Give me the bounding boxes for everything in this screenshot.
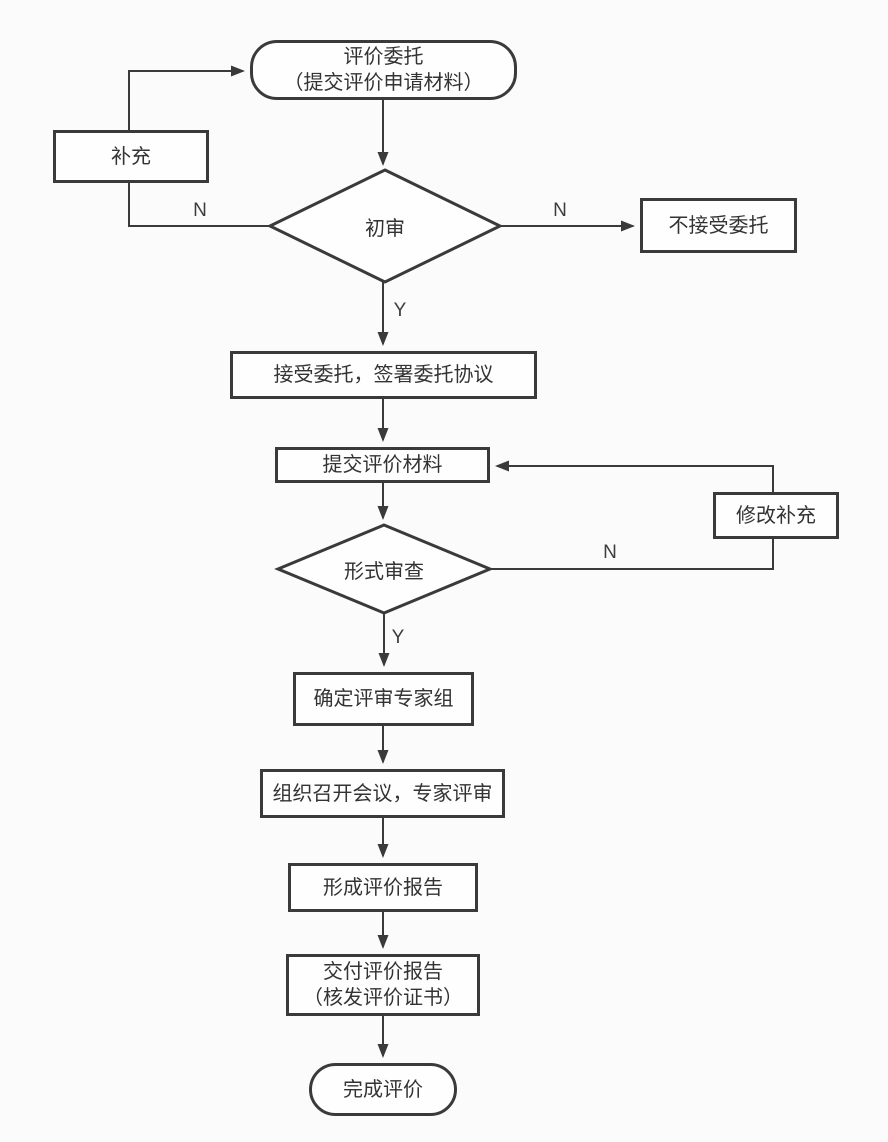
edge-label-initial-n-left: N bbox=[193, 200, 207, 221]
node-expert-group: 确定评审专家组 bbox=[293, 672, 474, 726]
edge-label-formal-y: Y bbox=[391, 627, 405, 648]
node-initial-review-label: 初审 bbox=[295, 212, 475, 240]
initial-review-text: 初审 bbox=[365, 217, 405, 240]
edge-label-initial-n-right: N bbox=[553, 200, 567, 221]
edge-supplement-to-start bbox=[128, 65, 245, 130]
node-meeting-label: 组织召开会议，专家评审 bbox=[272, 782, 493, 805]
node-start-label-line1: 评价委托 bbox=[343, 46, 424, 68]
edge-label-formal-n: N bbox=[603, 542, 617, 563]
node-formal-review-diamond bbox=[274, 523, 494, 615]
node-meeting: 组织召开会议，专家评审 bbox=[260, 769, 505, 818]
node-modify-supplement: 修改补充 bbox=[713, 492, 839, 539]
node-report-label: 形成评价报告 bbox=[323, 876, 443, 899]
node-start: 评价委托 （提交评价申请材料） bbox=[250, 40, 517, 100]
node-formal-review-label: 形式审查 bbox=[294, 555, 474, 583]
node-deliver-label-line1: 交付评价报告 bbox=[323, 961, 443, 983]
node-accept: 接受委托，签署委托协议 bbox=[230, 351, 537, 399]
node-start-label-line2: （提交评价申请材料） bbox=[283, 72, 484, 94]
node-supplement-label: 补充 bbox=[111, 145, 151, 168]
edge-label-initial-y: Y bbox=[393, 300, 407, 321]
node-expert-group-label: 确定评审专家组 bbox=[313, 688, 454, 710]
node-report: 形成评价报告 bbox=[288, 863, 478, 912]
node-supplement: 补充 bbox=[53, 130, 209, 183]
node-deliver-label-line2: （核发评价证书） bbox=[303, 987, 463, 1009]
edge-initial-review-n-to-supplement bbox=[128, 183, 270, 227]
node-initial-review-diamond bbox=[266, 168, 504, 284]
node-modify-supplement-label: 修改补充 bbox=[736, 504, 816, 527]
node-reject-label: 不接受委托 bbox=[668, 214, 769, 237]
formal-review-text: 形式审查 bbox=[344, 560, 424, 583]
node-accept-label: 接受委托，签署委托协议 bbox=[273, 364, 494, 386]
node-submit-materials: 提交评价材料 bbox=[275, 447, 490, 483]
node-finish-label: 完成评价 bbox=[343, 1078, 423, 1101]
node-reject: 不接受委托 bbox=[640, 198, 797, 253]
node-finish: 完成评价 bbox=[309, 1063, 457, 1116]
node-deliver: 交付评价报告 （核发评价证书） bbox=[286, 954, 480, 1016]
node-submit-materials-label: 提交评价材料 bbox=[322, 454, 443, 476]
